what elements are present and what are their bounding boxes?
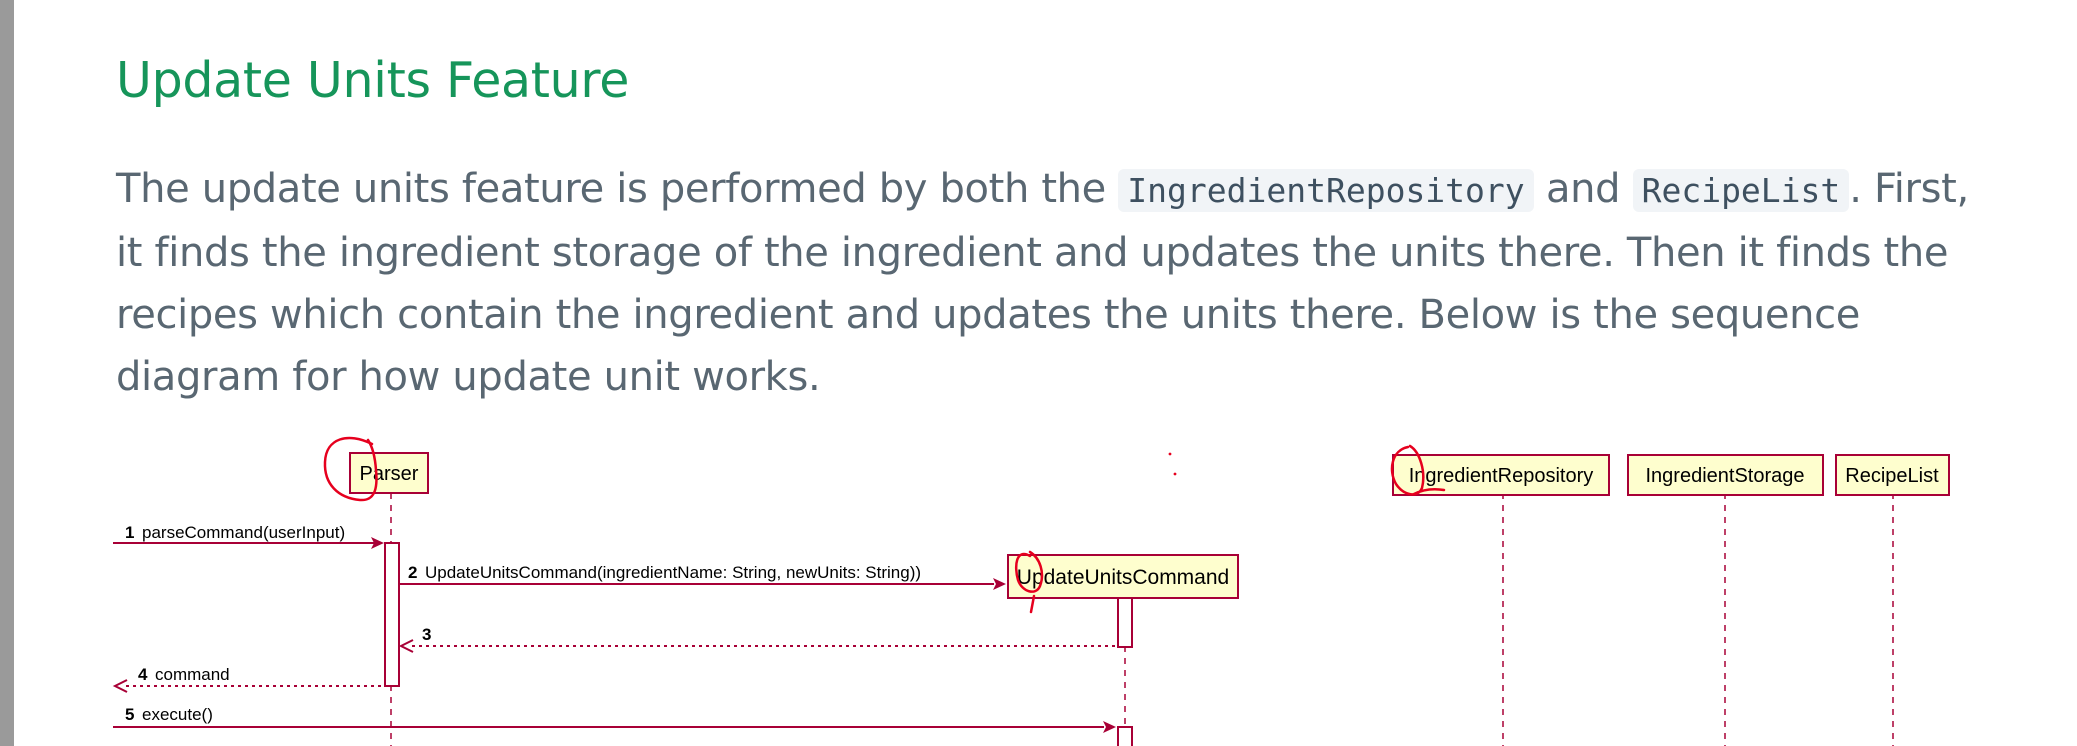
message-4: 4 command [112,665,385,693]
participant-parser-label: Parser [360,463,419,485]
participant-recipe-list-label: RecipeList [1845,465,1939,487]
message-5-number: 5 [125,705,134,724]
participant-update-units-command-label: UpdateUnitsCommand [1017,566,1229,589]
description-text-3: . First, it finds the ingredient storage… [116,166,1969,400]
message-5: 5 execute() [113,705,1116,733]
message-2: 2 UpdateUnitsCommand(ingredientName: Str… [399,563,1006,590]
code-ingredient-repository: IngredientRepository [1118,169,1534,212]
documentation-page: Update Units Feature The update units fe… [14,0,2077,746]
participant-ingredient-repository-label: IngredientRepository [1409,465,1594,487]
participant-update-units-command: UpdateUnitsCommand [1007,554,1239,599]
message-1-label: parseCommand(userInput) [142,523,345,542]
participant-parser: Parser [349,452,429,494]
message-2-number: 2 [408,563,417,582]
section-heading: Update Units Feature [116,52,630,109]
annotation-circle-parser [323,436,378,502]
message-1: 1 parseCommand(userInput) [113,523,384,549]
annotation-dot-2 [1173,472,1177,476]
message-2-label: UpdateUnitsCommand(ingredientName: Strin… [425,563,921,582]
command-activation-1 [1117,597,1133,648]
message-3: 3 [398,625,1118,653]
participant-ingredient-storage-label: IngredientStorage [1645,465,1804,487]
feature-description: The update units feature is performed by… [116,158,1996,408]
code-recipe-list: RecipeList [1632,169,1850,212]
description-text-2: and [1533,166,1633,212]
annotation-circle-command [1014,550,1044,614]
message-3-number: 3 [422,625,431,644]
parser-activation [384,542,400,687]
message-5-label: execute() [142,705,213,724]
message-1-number: 1 [125,523,134,542]
participant-ingredient-storage: IngredientStorage [1627,454,1824,496]
annotation-circle-repository [1390,444,1446,496]
command-activation-2 [1117,726,1133,746]
description-text-1: The update units feature is performed by… [116,166,1119,212]
message-4-label: command [155,665,230,684]
message-4-number: 4 [138,665,148,684]
participant-recipe-list: RecipeList [1835,454,1950,496]
handwritten-annotations [323,436,1446,614]
annotation-dot-1 [1168,452,1172,456]
